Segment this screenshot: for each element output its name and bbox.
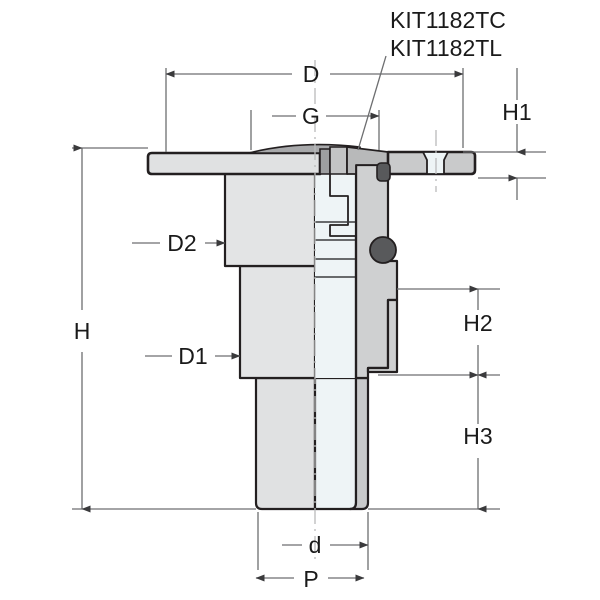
top-flange-plate [146,151,322,176]
dimension-label-h2: H2 [463,310,492,336]
dimension-label-d-small: d [309,532,322,558]
dimension-label-d1: D1 [178,343,207,369]
dimension-lines [72,55,546,582]
lower-tube-bore [313,376,358,511]
part-label-tc: KIT1182TC [390,7,506,33]
cap-collar [319,148,331,175]
right-wall-step-lower [366,298,399,374]
mid-body-left [238,264,317,380]
dimension-label-h1: H1 [502,99,531,125]
seal-upper-oring [376,162,391,182]
lower-tube-left [254,376,317,511]
central-bore [315,165,356,378]
drawing-text-labels: KIT1182TC KIT1182TL D G H1 H D2 D1 H2 H3… [74,7,532,592]
seal-lower-oring [369,236,397,264]
dimension-label-g: G [302,103,320,129]
bore-thread-lines [315,221,356,278]
dimension-label-h: H [74,318,91,344]
dimension-label-h3: H3 [463,423,492,449]
dimension-label-p: P [303,566,318,592]
centerlines [314,60,437,560]
part-geometry [146,143,477,511]
cap-collar-outer [329,146,348,175]
part-label-leader [357,55,387,151]
upper-body-left [223,163,317,268]
part-label-tl: KIT1182TL [390,35,502,61]
lower-tube-right-wall [348,376,370,511]
dimension-label-d2: D2 [167,230,196,256]
dimension-label-d: D [303,61,320,87]
